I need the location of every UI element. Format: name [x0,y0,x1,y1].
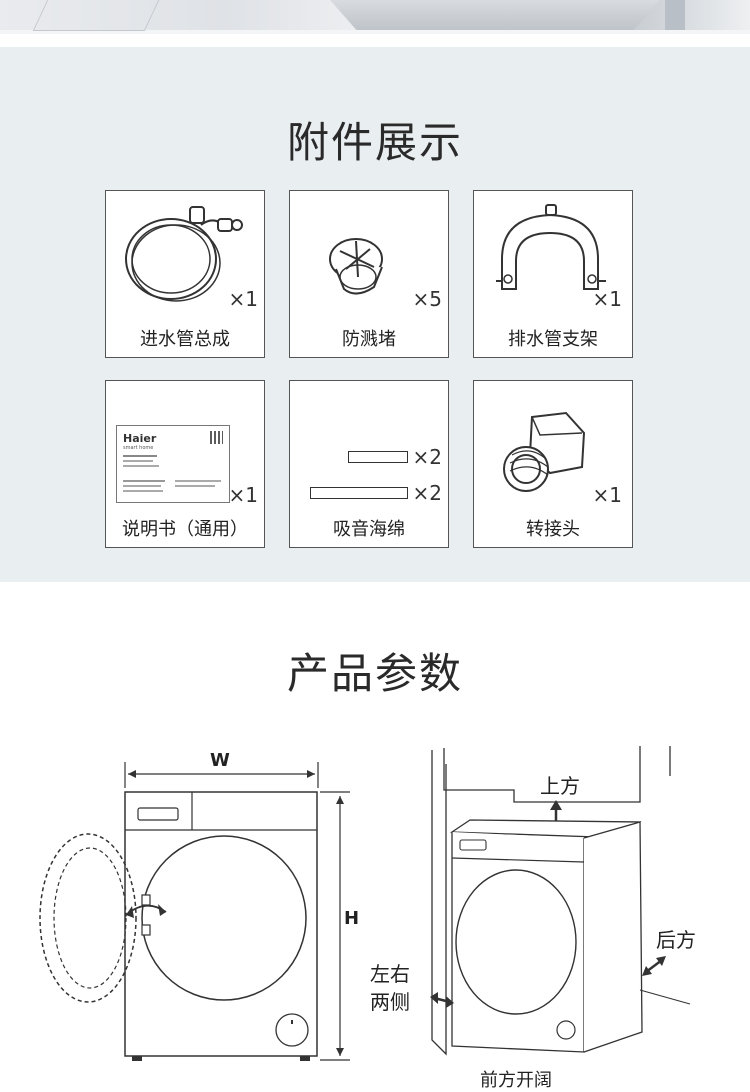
accessory-qty: ×5 [412,287,442,311]
accessory-label: 防溅堵 [342,329,396,350]
accessories-section: 附件展示 ×1 进水管总成 ×5 防溅堵 [0,47,750,582]
accessory-card-manual: Haier smart home ×1 说明书（通用） [105,380,265,548]
accessory-qty: ×1 [228,287,258,311]
manual-brand-sub: smart home [123,445,154,451]
accessory-label: 排水管支架 [508,329,598,350]
accessory-card-adapter: ×1 转接头 [473,380,633,548]
accessories-title: 附件展示 [286,118,463,167]
side-clearance-label-1: 左右 [370,962,410,986]
height-label: H [344,908,360,929]
accessory-card-sponge: ×2 ×2 吸音海绵 [289,380,449,548]
drain-bracket-icon [496,204,606,290]
accessory-label: 说明书（通用） [122,519,248,540]
washer-front-drawing [39,762,350,1061]
rear-clearance-label: 后方 [656,928,696,952]
accessory-card-drain-bracket: ×1 排水管支架 [473,190,633,358]
front-clearance-label: 前方开阔 [480,1070,552,1091]
accessory-label: 转接头 [526,519,580,540]
top-clearance-label: 上方 [540,774,580,798]
sponge-short-icon [348,451,408,463]
splash-plug-icon [329,238,383,295]
accessory-qty: ×1 [592,483,622,507]
top-photo-strip [0,0,750,34]
dimension-diagram: W H 上方 后方 左右 两侧 前方开阔 [0,740,750,1091]
adapter-icon [503,411,586,492]
sponge-long-icon [310,487,408,499]
inlet-hose-icon [125,206,243,302]
accessory-qty-b: ×2 [412,481,442,505]
accessory-card-splash-plug: ×5 防溅堵 [289,190,449,358]
manual-brand: Haier [123,432,157,445]
accessory-qty: ×1 [228,483,258,507]
accessory-label: 进水管总成 [140,329,230,350]
parameters-title: 产品参数 [286,649,463,698]
accessory-card-inlet-hose: ×1 进水管总成 [105,190,265,358]
side-clearance-label-2: 两侧 [370,990,410,1014]
accessory-qty: ×1 [592,287,622,311]
qr-code-icon [210,431,223,444]
width-label: W [210,750,230,771]
accessory-qty-a: ×2 [412,445,442,469]
installation-clearance-drawing [430,746,691,1056]
manual-icon: Haier smart home [116,425,230,503]
accessory-label: 吸音海绵 [333,519,405,540]
